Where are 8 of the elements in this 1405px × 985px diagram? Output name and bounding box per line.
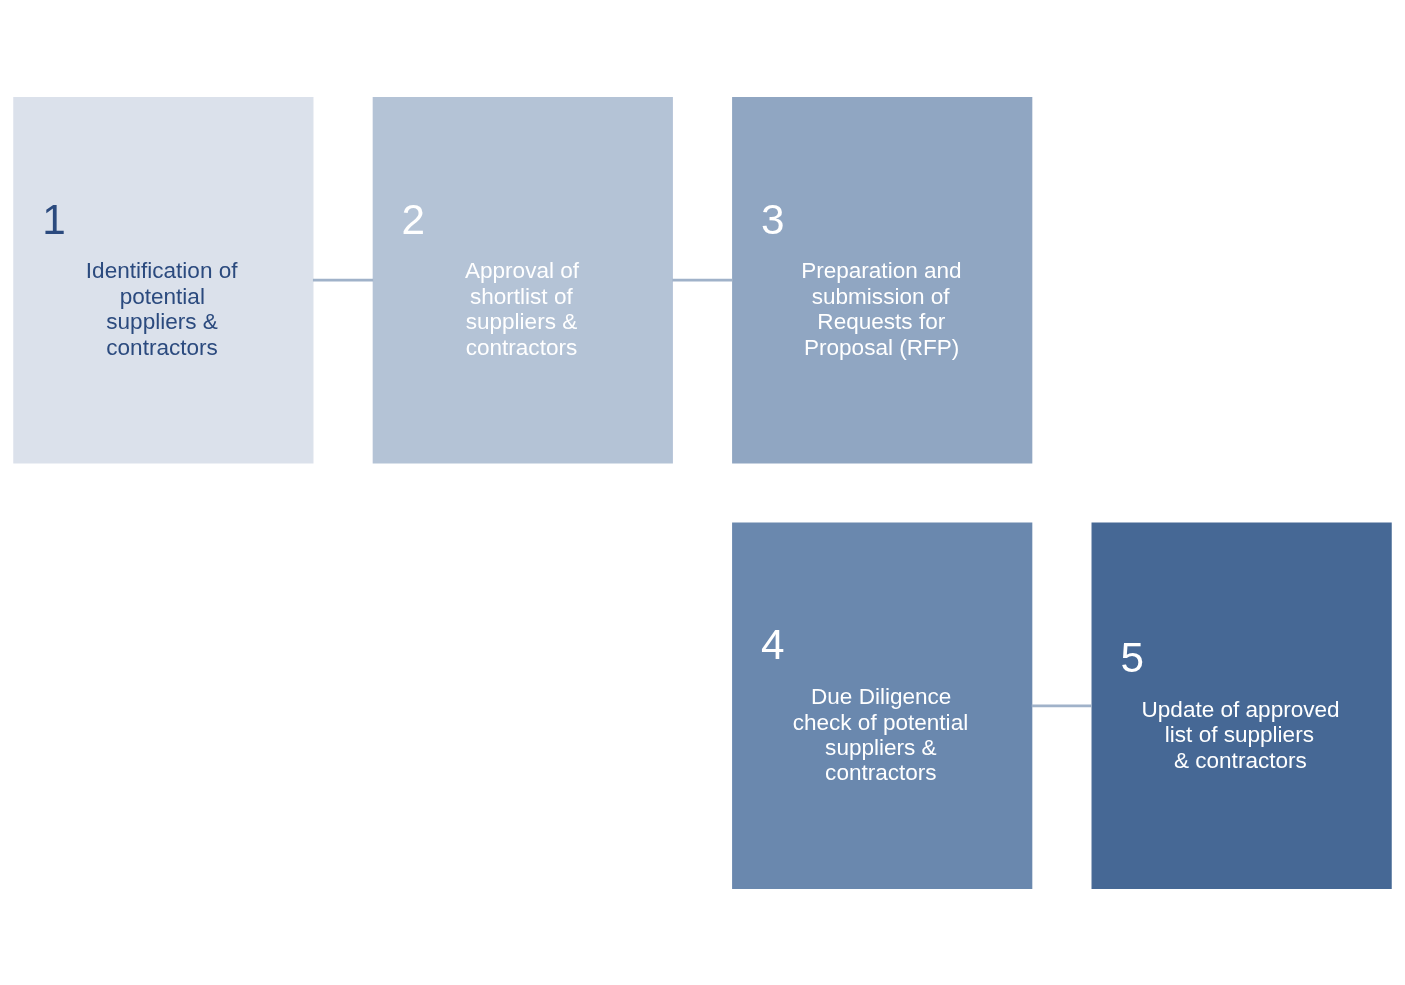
connector (312, 278, 374, 282)
node-box: 2 Approval of shortlist of suppliers & contractors (372, 96, 673, 463)
connector (1031, 703, 1092, 707)
connector (672, 278, 733, 282)
node-box: 4 Due Diligence check of potential suppliers & contractors (732, 522, 1033, 889)
node-box: 1 Identification of potential suppliers & contractors (13, 96, 314, 463)
node-box: 3 Preparation and submission of Requests for Proposal (RFP) (732, 96, 1033, 463)
node-box: 5 Update of approved list of suppliers & contractors (1091, 522, 1392, 889)
